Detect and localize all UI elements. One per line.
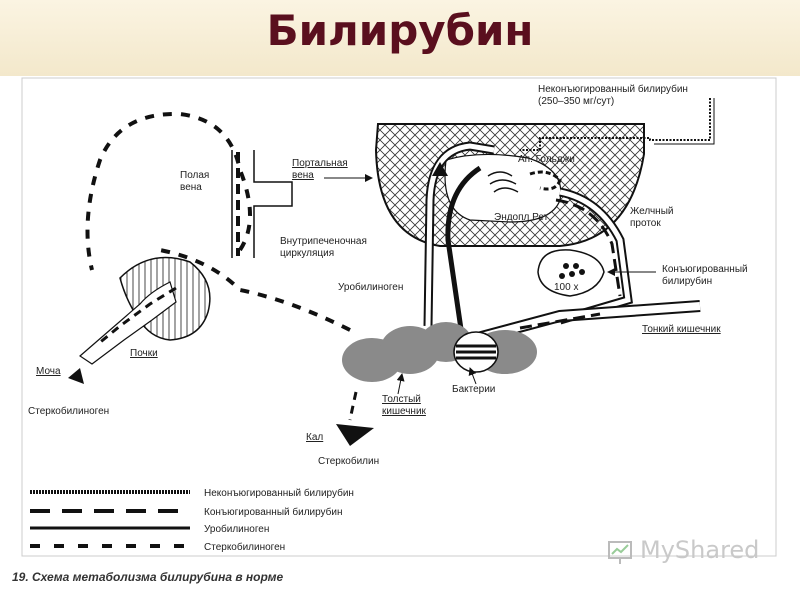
gallbladder [537,249,605,297]
label-bile-duct-2: проток [630,218,661,229]
label-stercobilinogen-left: Стеркобилиноген [28,405,109,417]
label-unconjugated-top: Неконъюгированный билирубин [538,83,688,95]
label-intrahepatic-2: циркуляция [280,248,334,259]
label-intrahepatic-1: Внутрипеченочная [280,236,367,247]
label-bile-duct-1: Желчный [630,206,673,217]
urobilinogen-inner-line [445,165,482,337]
bacteria-pointer [468,367,477,385]
label-vena-cava-2: вена [180,182,202,193]
large-intestine [342,322,537,382]
legend-label-1: Конъюгированный билирубин [204,506,343,518]
label-kidneys: Почки [130,348,158,359]
label-large-intestine-1: Толстый [382,394,421,405]
label-vena-cava-1: Полая [180,170,209,181]
legend: Неконъюгированный билирубин Конъюгирован… [30,487,354,553]
small-intestine-flow [519,312,601,330]
label-gallbladder-ratio: 100 x [554,282,578,293]
urine-arrow [68,368,84,384]
page-title: Билирубин [266,6,534,55]
label-urine: Моча [36,366,61,377]
label-conjugated-1: Конъюгированный [662,264,748,275]
label-endopl-ret: Эндопл Рет [494,212,549,223]
label-feces: Кал [306,432,323,443]
label-urobilinogen: Уробилиноген [338,281,403,293]
feces-arrow [336,424,374,446]
watermark: MyShared [640,536,760,564]
label-unconjugated-rate: (250–350 мг/сут) [538,96,614,107]
stercobilinogen-to-feces [348,391,358,421]
unconjugated-bilirubin-line [520,98,711,151]
vena-cava [231,150,293,258]
kidney [79,256,211,365]
legend-label-3: Стеркобилиноген [204,541,285,553]
label-bacteria: Бактерии [452,384,495,395]
stercobilinogen-circulation [85,111,351,332]
label-portal-vein-2: вена [292,170,314,181]
diagram-frame [21,77,777,557]
title-banner [0,0,800,76]
golgi-apparatus [487,170,562,193]
conjugated-bilirubin-flow [555,198,622,297]
label-conjugated-2: билирубин [662,275,712,287]
urobilinogen-arrow-up [432,162,448,176]
label-large-intestine-2: кишечник [382,406,427,417]
label-golgi: Ап. Гольджи [518,154,575,165]
legend-label-0: Неконъюгированный билирубин [204,487,354,499]
legend-label-2: Уробилиноген [204,523,269,535]
watermark-icon [608,541,632,564]
label-small-intestine: Тонкий кишечник [642,324,721,335]
bile-duct-inner [559,189,631,323]
large-intestine-pointer [396,373,405,395]
urobilinogen-vessel-inner [425,143,495,327]
label-stercobilin: Стеркобилин [318,455,379,467]
figure-caption: 19. Схема метаболизма билирубина в норме [12,570,284,584]
unconjugated-bilirubin-line-edge [654,98,715,145]
label-portal-vein-1: Портальная [292,158,348,169]
